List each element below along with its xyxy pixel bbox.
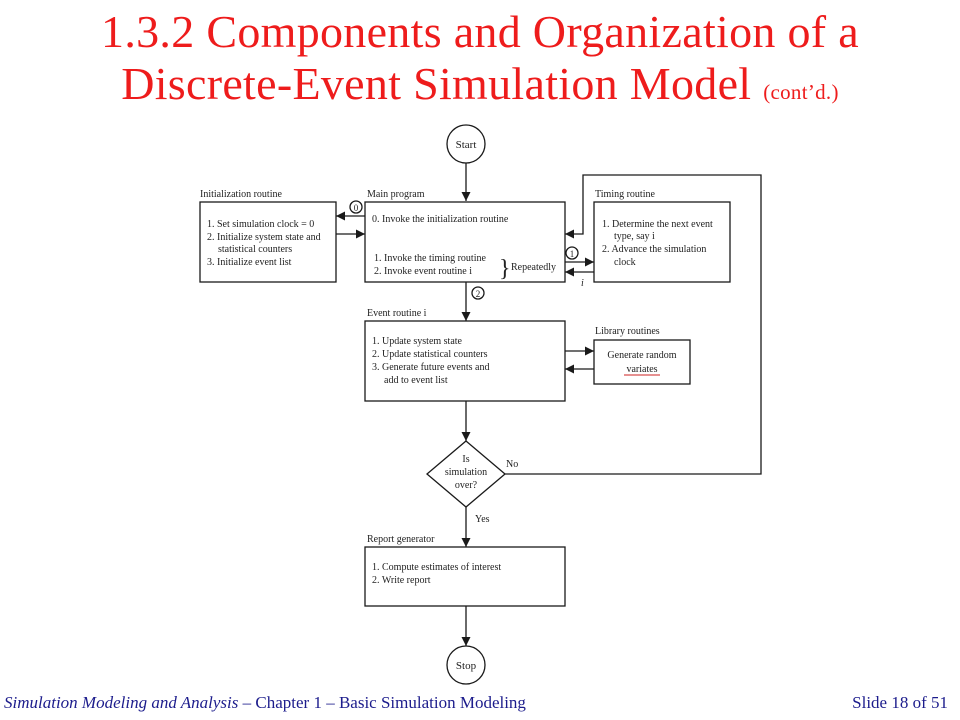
footer-chapter: – Chapter 1 – Basic Simulation Modeling xyxy=(238,693,526,712)
decision-line-3: over? xyxy=(455,480,478,491)
marker-zero xyxy=(349,200,363,214)
init-line-4: 3. Initialize event list xyxy=(207,257,292,268)
marker-zero-label: 0 xyxy=(354,203,359,213)
slide-title-line1: 1.3.2 Components and Organization of a xyxy=(101,6,859,57)
edge-no-loop xyxy=(505,174,762,475)
main-program-box xyxy=(364,201,566,283)
init-routine-box xyxy=(199,201,337,283)
init-line-1: 1. Set simulation clock = 0 xyxy=(207,219,314,230)
decision-line-1: Is xyxy=(462,454,469,465)
timing-line-1: 1. Determine the next event xyxy=(602,219,713,230)
stop-node xyxy=(446,645,486,685)
event-routine-label: Event routine i xyxy=(367,308,427,319)
start-label: Start xyxy=(456,139,477,151)
no-label: No xyxy=(506,459,518,470)
repeatedly-brace: } xyxy=(499,256,511,282)
marker-one xyxy=(565,246,579,260)
marker-two xyxy=(471,286,485,300)
main-line-2: 2. Invoke event routine i xyxy=(374,266,472,277)
report-line-2: 2. Write report xyxy=(372,575,431,586)
event-line-2: 2. Update statistical counters xyxy=(372,349,488,360)
report-generator-label: Report generator xyxy=(367,534,435,545)
marker-i-label: i xyxy=(581,278,584,289)
event-line-1: 1. Update system state xyxy=(372,336,463,347)
init-line-2: 2. Initialize system state and xyxy=(207,232,321,243)
slide-title: 1.3.2 Components and Organization of a D… xyxy=(0,6,960,118)
yes-label: Yes xyxy=(475,514,490,525)
slide-footer: Simulation Modeling and Analysis – Chapt… xyxy=(0,693,960,717)
main-line-1: 1. Invoke the timing routine xyxy=(374,253,486,264)
library-routines-label: Library routines xyxy=(595,326,660,337)
repeatedly-label: Repeatedly xyxy=(511,262,556,273)
slide-title-line2: Discrete-Event Simulation Model (cont’d.… xyxy=(0,58,960,118)
footer-book-title: Simulation Modeling and Analysis xyxy=(4,693,239,712)
init-line-3: statistical counters xyxy=(218,244,292,255)
stop-label: Stop xyxy=(456,660,477,672)
event-routine-box xyxy=(364,320,566,402)
main-line-0: 0. Invoke the initialization routine xyxy=(372,214,509,225)
report-generator-box xyxy=(364,546,566,607)
footer-left: Simulation Modeling and Analysis – Chapt… xyxy=(4,693,526,713)
slide-title-main: Discrete-Event Simulation Model xyxy=(121,58,752,109)
timing-line-3: 2. Advance the simulation xyxy=(602,244,706,255)
timing-routine-label: Timing routine xyxy=(595,189,655,200)
init-routine-label: Initialization routine xyxy=(200,189,282,200)
marker-two-label: 2 xyxy=(476,289,481,299)
library-routines-box xyxy=(593,339,691,385)
footer-slide-number: Slide 18 of 51 xyxy=(852,693,948,712)
decision-line-2: simulation xyxy=(445,467,487,478)
main-program-label: Main program xyxy=(367,189,425,200)
library-line-1: Generate random xyxy=(607,350,676,361)
marker-one-label: 1 xyxy=(570,249,575,259)
timing-line-4: clock xyxy=(614,257,636,268)
event-line-3: 3. Generate future events and xyxy=(372,362,489,373)
library-line-2: variates xyxy=(626,364,657,375)
slide-title-suffix: (cont’d.) xyxy=(763,80,839,104)
report-line-1: 1. Compute estimates of interest xyxy=(372,562,501,573)
timing-line-2: type, say i xyxy=(614,231,655,242)
event-line-4: add to event list xyxy=(384,375,448,386)
timing-routine-box xyxy=(593,201,731,283)
